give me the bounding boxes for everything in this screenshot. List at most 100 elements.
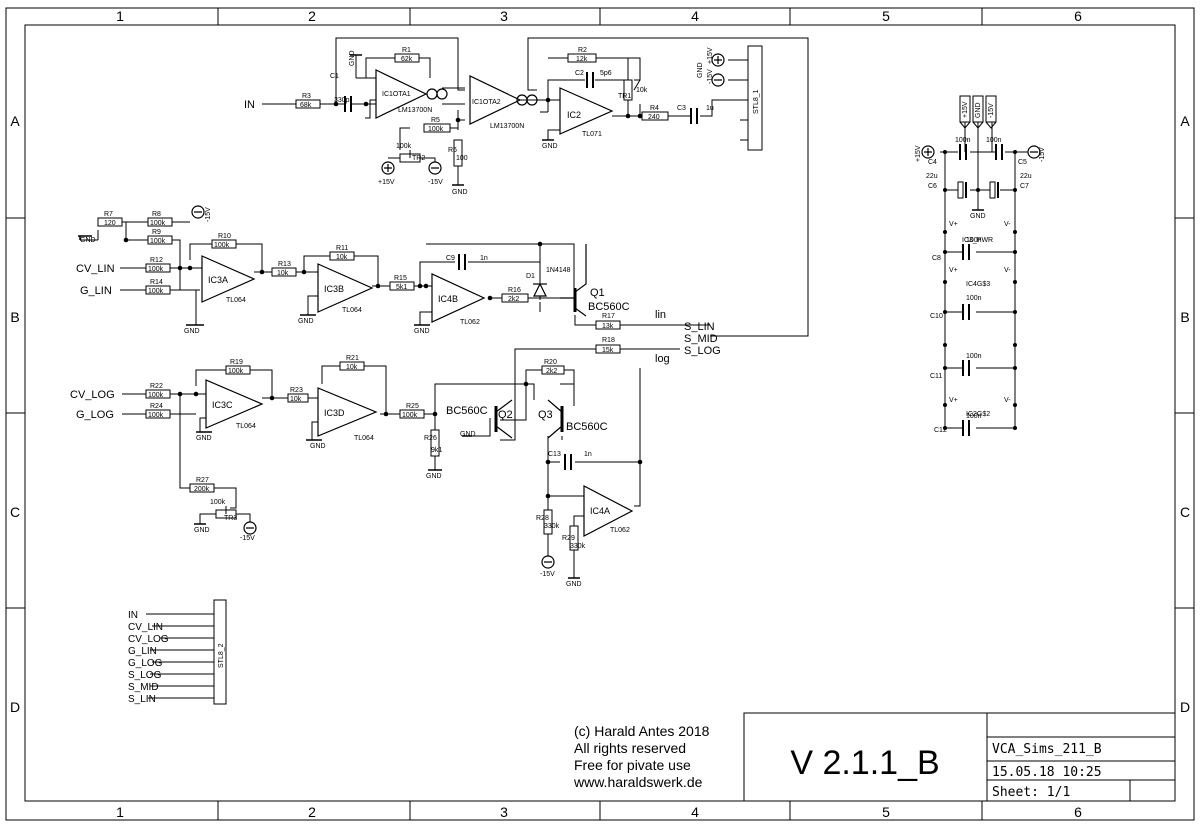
ota2-part: LM13700N bbox=[490, 123, 524, 130]
ota-diode-rings bbox=[426, 88, 538, 106]
c5-value: 100n bbox=[986, 137, 1002, 144]
r25-name: R25 bbox=[406, 403, 419, 410]
power-header bbox=[959, 95, 997, 129]
c12-name: C12 bbox=[934, 427, 947, 434]
row-label: D bbox=[1180, 699, 1190, 715]
minus15-label: -15V bbox=[540, 571, 555, 578]
plus15-label: +15V bbox=[378, 179, 395, 186]
c1-value: 330p bbox=[334, 97, 350, 104]
connector-pin-label: CV_LOG bbox=[128, 634, 169, 645]
r1-name: R1 bbox=[402, 47, 411, 54]
r23-name: R23 bbox=[290, 387, 303, 394]
c9-value: 1n bbox=[480, 255, 488, 262]
tr1-value: 10k bbox=[636, 87, 648, 94]
gnd-label: GND bbox=[975, 102, 982, 118]
usage-line: Free for pivate use bbox=[574, 757, 691, 773]
r5-value: 100k bbox=[428, 126, 444, 133]
gnd-label: GND bbox=[460, 431, 476, 438]
gnd-label: GND bbox=[310, 443, 326, 450]
c7-name: C7 bbox=[1020, 183, 1029, 190]
net-label-in: IN bbox=[244, 99, 255, 111]
r9-value: 100k bbox=[150, 238, 166, 245]
r2-value: 12k bbox=[576, 56, 588, 63]
r20-name: R20 bbox=[544, 359, 557, 366]
col-label: 3 bbox=[500, 804, 508, 820]
c8-name: C8 bbox=[932, 255, 941, 262]
website-line: www.haraldswerk.de bbox=[573, 774, 703, 790]
col-label: 3 bbox=[500, 8, 508, 24]
c12-value: 100n bbox=[966, 413, 982, 420]
r9-name: R9 bbox=[152, 229, 161, 236]
ic3-pwr-label: IC3_PWR bbox=[962, 237, 993, 244]
minus15-label: -15V bbox=[988, 103, 995, 118]
resistors bbox=[97, 53, 669, 551]
ic3b-triangle bbox=[317, 263, 374, 313]
tr2-value: 100k bbox=[396, 143, 412, 150]
row-label: C bbox=[1180, 504, 1190, 520]
r14-value: 100k bbox=[148, 288, 164, 295]
ground-symbols bbox=[78, 54, 984, 579]
r11-name: R11 bbox=[336, 245, 348, 252]
r17-value: 13k bbox=[602, 323, 614, 330]
r13-name: R13 bbox=[278, 261, 291, 268]
q1-type: BC560C bbox=[588, 301, 630, 313]
gnd-label: GND bbox=[349, 50, 356, 66]
connector-pin-label: CV_LIN bbox=[128, 622, 163, 633]
connector-pin-label: IN bbox=[128, 610, 138, 621]
r24-name: R24 bbox=[150, 403, 163, 410]
gnd-label: GND bbox=[970, 213, 986, 220]
col-label: 6 bbox=[1074, 804, 1082, 820]
frame-labels: 1 2 3 4 5 6 1 2 3 4 5 6 A B C D A B C D bbox=[10, 8, 1190, 820]
connector-stl8-1 bbox=[747, 45, 763, 151]
col-label: 1 bbox=[116, 8, 124, 24]
c1-name: C1 bbox=[330, 73, 339, 80]
q3-name: Q3 bbox=[538, 409, 553, 421]
ota1-part: LM13700N bbox=[398, 107, 432, 114]
r23-value: 10k bbox=[290, 396, 302, 403]
ic2g2-label: IC2G$2 bbox=[966, 411, 990, 418]
transistors bbox=[494, 244, 587, 439]
ic3b-name: IC3B bbox=[324, 284, 344, 294]
c10-name: C10 bbox=[930, 313, 943, 320]
net-label-s-mid: S_MID bbox=[684, 333, 718, 345]
r20-value: 2k2 bbox=[546, 368, 557, 375]
supply-signs bbox=[194, 56, 1038, 563]
row-label: A bbox=[1180, 113, 1190, 129]
ic4a-part: TL062 bbox=[610, 527, 630, 534]
gnd-label: GND bbox=[196, 435, 212, 442]
q2-type: BC560C bbox=[446, 405, 488, 417]
net-label-lin: lin bbox=[655, 309, 666, 321]
row-label: B bbox=[10, 309, 19, 325]
r24-value: 100k bbox=[148, 412, 164, 419]
row-label: D bbox=[10, 699, 20, 715]
c10-value: 100n bbox=[966, 295, 982, 302]
ic3a-triangle bbox=[201, 255, 256, 303]
drawing-date: 15.05.18 10:25 bbox=[992, 765, 1102, 780]
tr3-value: 100k bbox=[210, 499, 226, 506]
trimmers bbox=[215, 79, 641, 519]
col-label: 2 bbox=[308, 804, 316, 820]
ic3a-name: IC3A bbox=[208, 275, 228, 285]
c3-value: 1u bbox=[706, 105, 714, 112]
tr1-name: TR1 bbox=[618, 93, 631, 100]
ic4b-part: TL062 bbox=[460, 319, 480, 326]
plus15-label: +15V bbox=[915, 145, 922, 162]
ic3c-part: TL064 bbox=[236, 423, 256, 430]
r4-name: R4 bbox=[650, 105, 659, 112]
col-label: 1 bbox=[116, 804, 124, 820]
drawing-name: VCA_Sims_211_B bbox=[992, 742, 1102, 757]
r4-value: 240 bbox=[648, 114, 660, 121]
r2-name: R2 bbox=[578, 47, 587, 54]
capacitors bbox=[344, 72, 1003, 470]
row-label: C bbox=[10, 504, 20, 520]
r25-value: 100k bbox=[402, 412, 418, 419]
c13-value: 1n bbox=[584, 451, 592, 458]
gnd-label: GND bbox=[298, 318, 314, 325]
ic2-part: TL071 bbox=[582, 131, 602, 138]
ic3d-name: IC3D bbox=[324, 408, 345, 418]
r7-name: R7 bbox=[104, 211, 113, 218]
c2-value: 5p6 bbox=[600, 70, 612, 77]
r26-name: R26 bbox=[424, 435, 437, 442]
net-label-cv-log: CV_LOG bbox=[70, 389, 115, 401]
version-label: V 2.1.1_B bbox=[790, 744, 939, 782]
